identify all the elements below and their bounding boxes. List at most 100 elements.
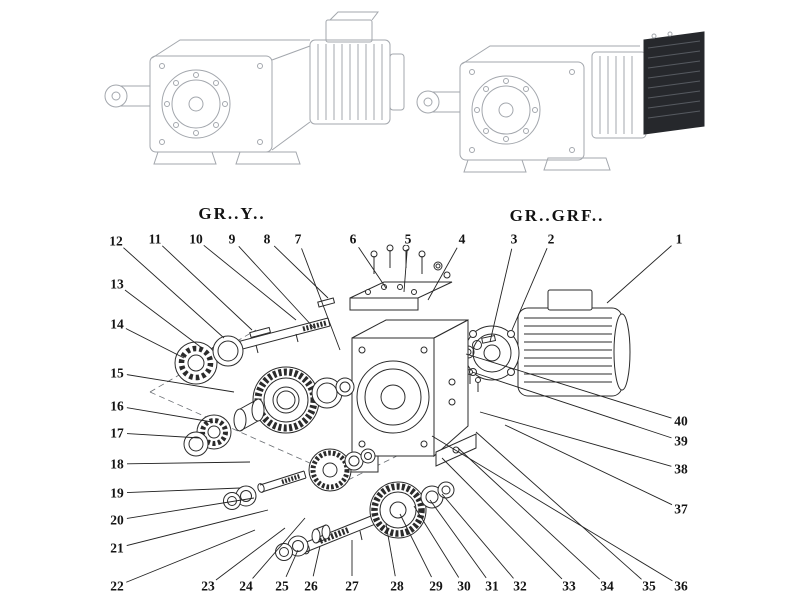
callout-13: 13 [110,277,124,292]
shaft-key [249,326,272,339]
bearing-front [174,341,218,385]
callout-38: 38 [674,462,688,477]
exploded-view [174,244,631,561]
callout-5: 5 [405,232,412,247]
gear-housing [459,61,585,161]
ring [360,448,376,464]
leader-line-35 [475,431,642,580]
leader-line-12 [123,247,225,339]
callout-22: 22 [110,579,124,594]
callout-39: 39 [674,434,688,449]
fan-cover [389,53,405,111]
callout-26: 26 [304,579,318,594]
shaft-key [317,297,336,308]
motor-fins [317,44,383,120]
leader-line-39 [471,371,672,439]
fan-cover [613,313,631,391]
leader-line-9 [238,246,315,329]
callout-40: 40 [674,414,688,429]
callout-18: 18 [110,457,124,472]
callout-25: 25 [275,579,289,594]
leader-line-16 [126,407,213,423]
motor-fins [524,317,612,383]
leader-line-33 [441,457,563,580]
leader-line-13 [124,289,203,349]
gear-housing [333,319,477,473]
callout-12: 12 [109,234,123,249]
leader-line-4 [427,247,458,301]
washer [275,543,293,561]
gear-second [308,448,352,492]
callout-21: 21 [110,541,124,556]
dark-drive-block [643,31,705,135]
seal-ring [212,335,244,367]
callout-33: 33 [562,579,576,594]
leader-line-8 [273,245,329,299]
output-shaft-end [416,90,440,114]
callout-16: 16 [110,399,124,414]
callout-27: 27 [345,579,359,594]
leader-line-32 [441,493,514,579]
leader-line-31 [429,499,487,579]
callout-17: 17 [110,426,124,441]
callout-4: 4 [459,232,466,247]
callout-20: 20 [110,513,124,528]
leader-lines [123,244,673,583]
callout-3: 3 [511,232,518,247]
motor [464,289,631,397]
callout-1: 1 [676,232,683,247]
variant-label-gr-grf: GR..GRF.. [510,206,605,225]
callout-9: 9 [229,232,236,247]
terminal-box [325,19,373,43]
shaft-key [481,334,497,344]
leader-line-34 [457,447,600,580]
leader-line-38 [479,411,672,467]
callout-34: 34 [600,579,614,594]
callout-32: 32 [513,579,527,594]
callout-35: 35 [642,579,656,594]
callout-19: 19 [110,486,124,501]
callout-11: 11 [149,232,162,247]
leader-line-14 [125,328,185,359]
leader-line-40 [465,353,672,419]
leader-line-17 [126,433,201,439]
leader-line-19 [126,487,241,494]
ribbed-gear [252,366,320,434]
leader-line-21 [126,509,269,546]
callout-28: 28 [390,579,404,594]
washer [287,535,309,557]
leader-line-29 [399,513,432,578]
leader-line-1 [606,245,672,304]
washer [223,492,241,510]
assembled-view-gr-y [104,11,405,165]
callout-8: 8 [264,232,271,247]
output-gear [369,481,427,539]
spacer [311,524,331,544]
cover-bolts [370,244,451,279]
callout-29: 29 [429,579,443,594]
callout-2: 2 [548,232,555,247]
callout-14: 14 [110,317,124,332]
leader-line-23 [215,527,286,581]
assembled-view-gr-grf [416,31,705,173]
leader-line-10 [203,244,297,321]
terminal-box [547,289,593,311]
leader-line-22 [126,529,256,583]
callout-31: 31 [485,579,499,594]
leader-line-28 [385,523,396,577]
leader-line-11 [161,245,253,331]
washer [183,431,209,457]
ring [420,485,444,509]
callout-37: 37 [674,502,688,517]
leader-line-3 [489,248,513,343]
leader-line-24 [252,517,306,579]
leader-line-18 [126,461,251,465]
leader-line-5 [403,248,408,293]
housing-cover [349,281,453,311]
leader-line-15 [126,374,235,393]
callout-15: 15 [110,366,124,381]
gear-housing [149,55,273,153]
